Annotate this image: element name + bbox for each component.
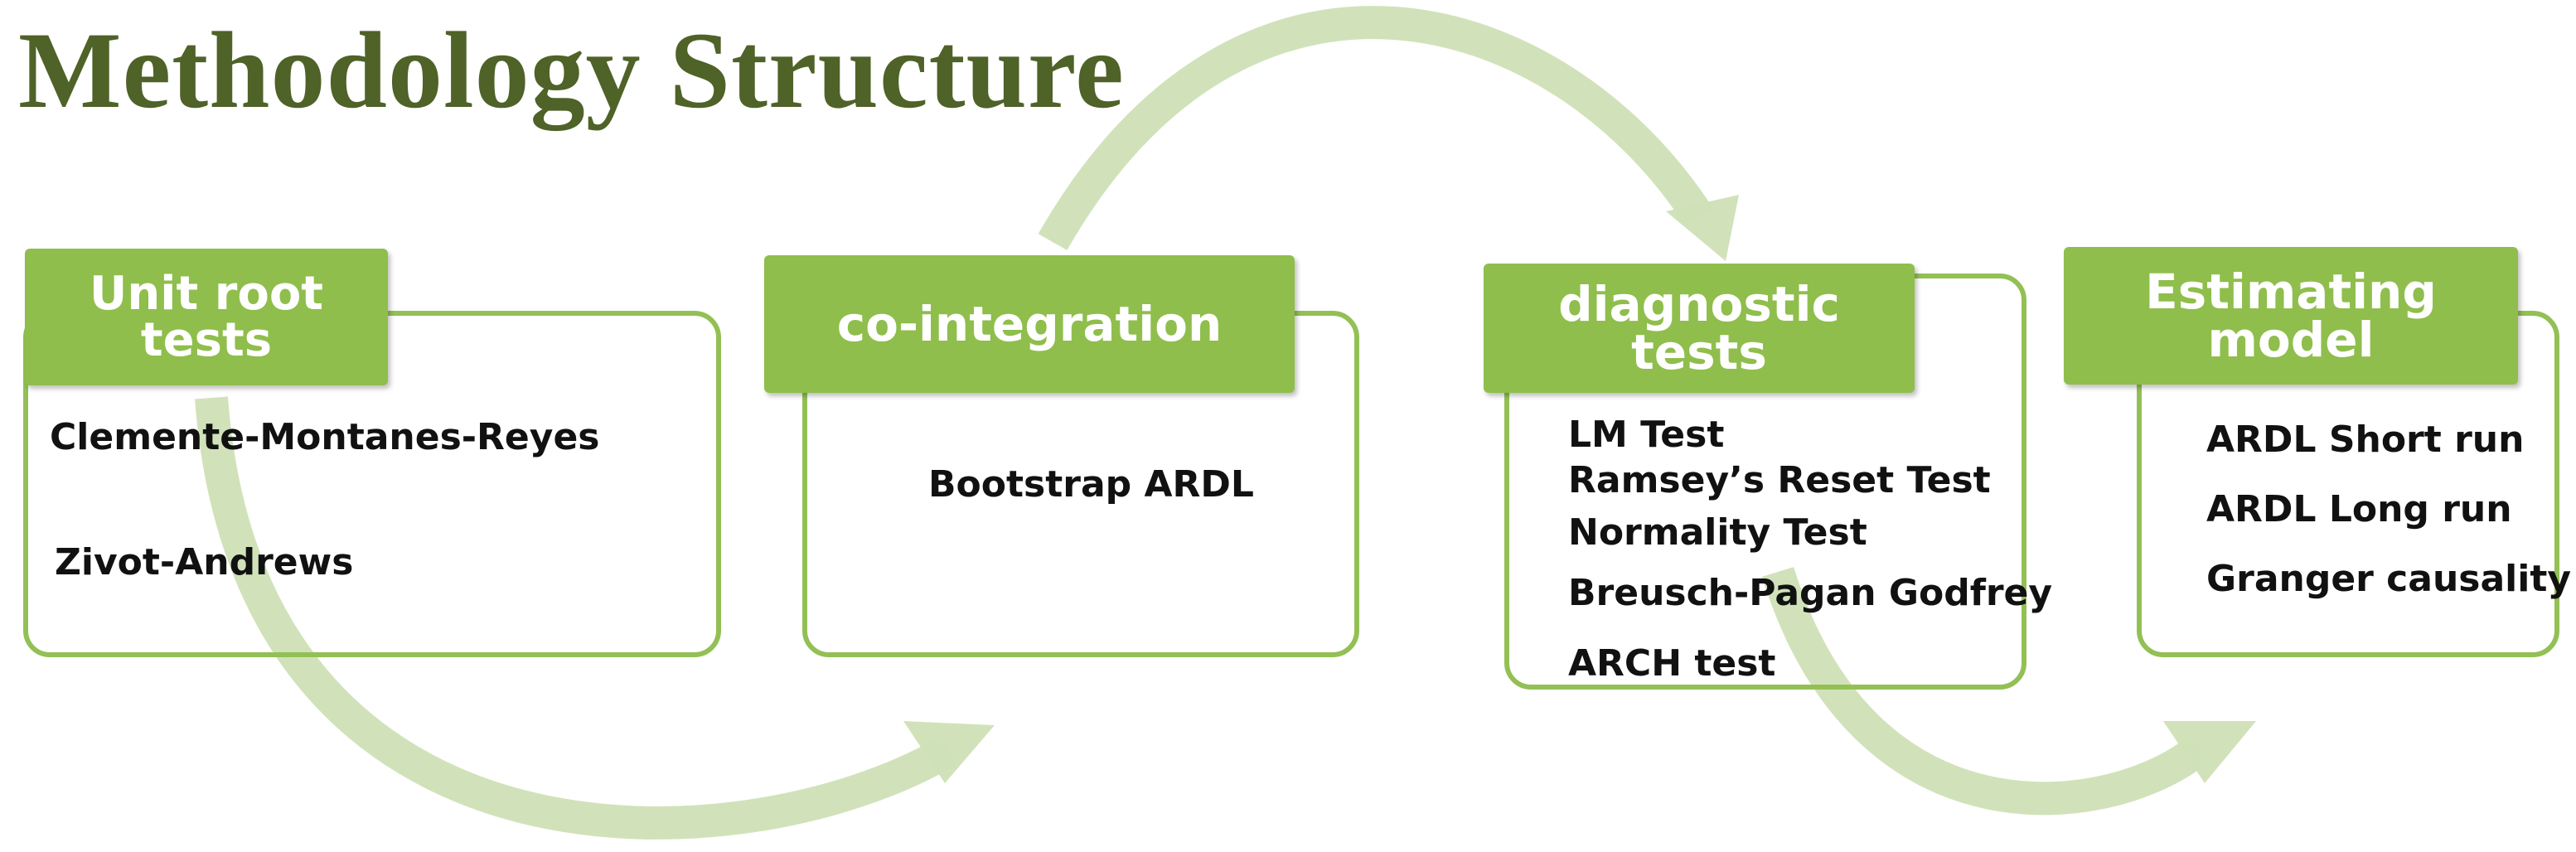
flow-arrow-1 <box>195 396 958 840</box>
stage-item-ardl-short-run: ARDL Short run <box>2206 419 2525 461</box>
stage-heading-cointegration: co-integration <box>764 255 1295 393</box>
stage-item-ardl-long-run: ARDL Long run <box>2206 488 2512 530</box>
stage-item-granger: Granger causality <box>2206 558 2572 600</box>
arrowhead-3 <box>2163 721 2256 783</box>
diagram-title: Methodology Structure <box>18 9 1125 131</box>
stage-heading-estimating: Estimating model <box>2064 247 2518 385</box>
stage-item-clemente: Clemente-Montanes-Reyes <box>50 416 600 458</box>
stage-heading-unit-root: Unit root tests <box>25 249 388 385</box>
flow-arrow-3 <box>1761 567 2211 816</box>
stage-item-bootstrap-ardl: Bootstrap ARDL <box>928 463 1254 506</box>
stage-heading-diagnostic: diagnostic tests <box>1484 264 1915 393</box>
stage-item-normality: Normality Test <box>1568 511 1867 554</box>
stage-item-arch: ARCH test <box>1568 642 1776 685</box>
arrowhead-1 <box>903 721 995 783</box>
stage-item-breusch-pagan: Breusch-Pagan Godfrey <box>1568 572 2053 614</box>
arrowhead-2 <box>1666 195 1739 261</box>
stage-item-ramsey: Ramsey’s Reset Test <box>1568 459 1991 501</box>
stage-item-zivot: Zivot-Andrews <box>55 541 354 583</box>
stage-item-lm-test: LM Test <box>1568 414 1725 456</box>
flow-arrow-2 <box>1038 6 1713 250</box>
